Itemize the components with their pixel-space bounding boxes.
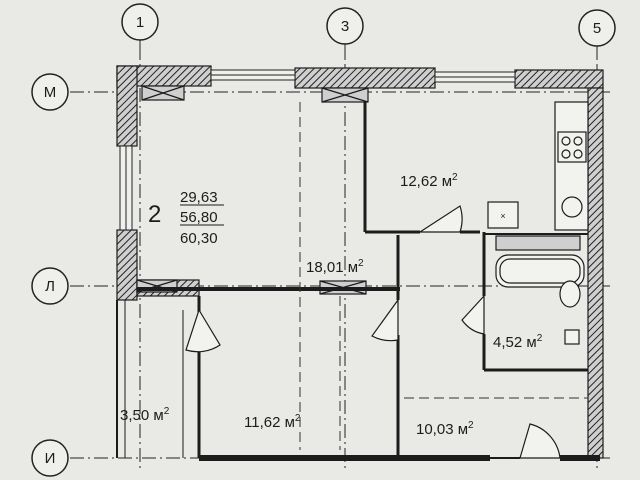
axis-label-1: 1 (136, 14, 144, 31)
door-hall (371, 298, 399, 342)
axis-bubble-m (31, 73, 69, 111)
svg-text:×: × (500, 211, 505, 221)
living-area-label: 18,01 м2 (306, 258, 364, 276)
wall-top-middle (294, 67, 436, 89)
axis-label-l: Л (45, 278, 55, 295)
kitchen-fixtures: × (487, 101, 589, 231)
apartment-summary: 2 29,63 56,80 60,30 (148, 189, 224, 247)
stove-icon (557, 131, 587, 163)
washbasin-icon (564, 329, 580, 345)
kitchen-area-label: 12,62 м2 (400, 172, 458, 190)
wall-left-middle (116, 229, 138, 301)
wall-right (587, 87, 604, 459)
axis-bubble-3 (326, 7, 364, 45)
interior-walls (116, 102, 600, 461)
door-balcony (185, 308, 221, 353)
room-count: 2 (148, 201, 161, 228)
hall-area-label: 10,03 м2 (416, 420, 474, 438)
windows (119, 69, 516, 231)
room-labels: 12,62 м2 18,01 м2 4,52 м2 3,50 м2 11,62 … (120, 172, 543, 438)
axis-bubble-1 (121, 3, 159, 41)
axis-bubbles: 1 3 5 М Л И (31, 3, 616, 477)
bathroom-area-label: 4,52 м2 (493, 333, 543, 351)
bath-shelf (495, 235, 581, 251)
axis-bubble-i (31, 439, 69, 477)
bedroom-area-label: 11,62 м2 (244, 413, 301, 431)
sink-icon (561, 196, 583, 218)
wall-left-upper (116, 65, 138, 147)
axis-bubble-l (31, 267, 69, 305)
axis-label-i: И (45, 450, 56, 467)
door-kitchen (417, 205, 463, 233)
balcony-area-label: 3,50 м2 (120, 406, 170, 424)
axis-label-m: М (44, 84, 57, 101)
axis-bubble-5 (578, 9, 616, 47)
vent-shaft-icon (487, 201, 519, 229)
axis-label-3: 3 (341, 18, 349, 35)
door-bathroom (461, 294, 485, 335)
door-entrance (519, 423, 561, 459)
doors (185, 205, 561, 459)
wall-top-right (514, 69, 604, 89)
guide-lines (299, 102, 588, 450)
toilet-icon (559, 280, 581, 308)
bathroom-fixtures (495, 235, 585, 345)
total-with-balcony-value: 60,30 (180, 230, 218, 247)
exterior-walls (116, 65, 604, 459)
total-area-value: 56,80 (180, 209, 218, 226)
living-area-value: 29,63 (180, 189, 218, 206)
axis-label-5: 5 (593, 20, 601, 37)
